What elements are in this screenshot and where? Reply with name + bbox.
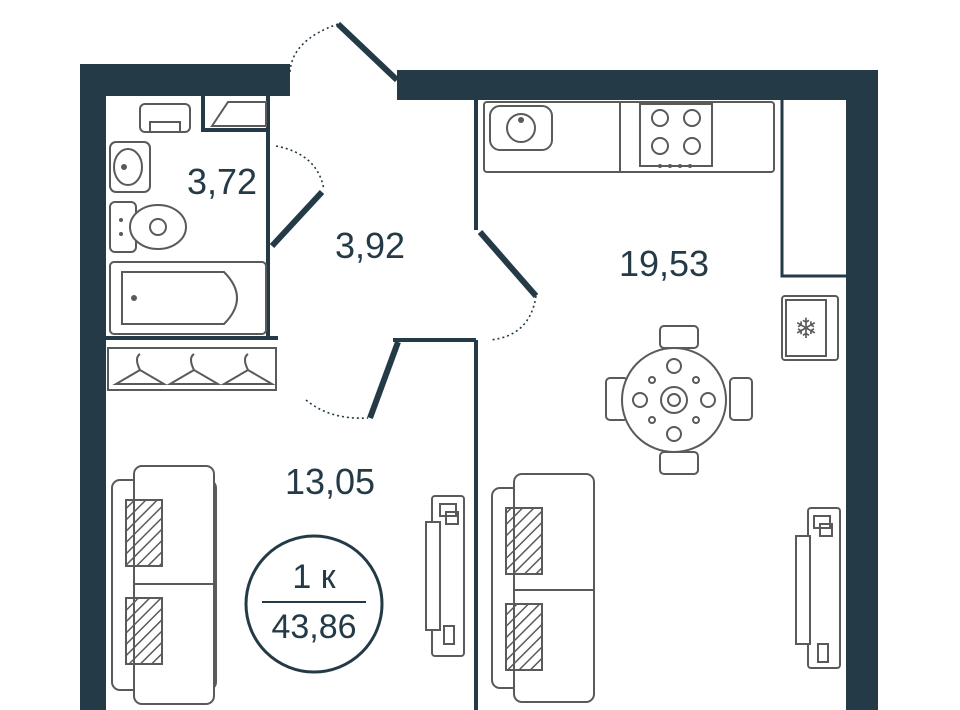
boiler-niche-wall bbox=[201, 96, 270, 132]
fridge-icon: ❄ bbox=[781, 295, 839, 361]
kitchen-door bbox=[477, 230, 539, 298]
bathtub-icon bbox=[109, 261, 267, 335]
dining-table-icon bbox=[605, 325, 753, 475]
clothes-hanger-icon bbox=[107, 347, 277, 391]
sofa-icon bbox=[491, 473, 595, 703]
rooms-count: 1 к bbox=[292, 558, 336, 596]
walls bbox=[80, 64, 878, 710]
wall-left bbox=[80, 64, 106, 710]
bathroom-door bbox=[269, 189, 325, 249]
tv-stand-icon bbox=[795, 507, 841, 669]
summary-circle bbox=[244, 534, 384, 674]
kitchen-counter bbox=[483, 101, 775, 173]
bedroom-door-swing bbox=[305, 399, 369, 419]
wardrobe-niche-wall bbox=[780, 100, 846, 278]
hall-area: 3,92 bbox=[335, 225, 405, 266]
summary-badge: 1 к 43,86 bbox=[244, 534, 384, 674]
entrance-door bbox=[335, 21, 400, 83]
tv-stand-icon bbox=[425, 495, 465, 657]
kitchen-door-swing bbox=[489, 295, 537, 341]
wall-top-left bbox=[80, 64, 290, 96]
washbasin-icon bbox=[109, 141, 151, 193]
kitchen-sink-icon bbox=[489, 102, 621, 172]
washing-machine-icon bbox=[139, 103, 191, 133]
kitchen-living-area: 19,53 bbox=[619, 243, 709, 284]
bedroom-area: 13,05 bbox=[285, 461, 375, 502]
sofa-icon bbox=[111, 465, 217, 705]
entrance-door-swing bbox=[289, 23, 339, 73]
svg-text:❄: ❄ bbox=[794, 312, 817, 345]
bathroom-door-swing bbox=[275, 145, 325, 191]
bathroom-area: 3,72 bbox=[187, 161, 257, 202]
total-area: 43,86 bbox=[271, 608, 356, 646]
toilet-icon bbox=[109, 201, 187, 253]
cooktop-icon bbox=[639, 103, 713, 168]
boiler-icon bbox=[210, 101, 267, 127]
wall-right bbox=[846, 70, 878, 710]
wall-top-right bbox=[397, 70, 878, 100]
bedroom-door bbox=[367, 340, 401, 420]
doors bbox=[269, 21, 539, 420]
